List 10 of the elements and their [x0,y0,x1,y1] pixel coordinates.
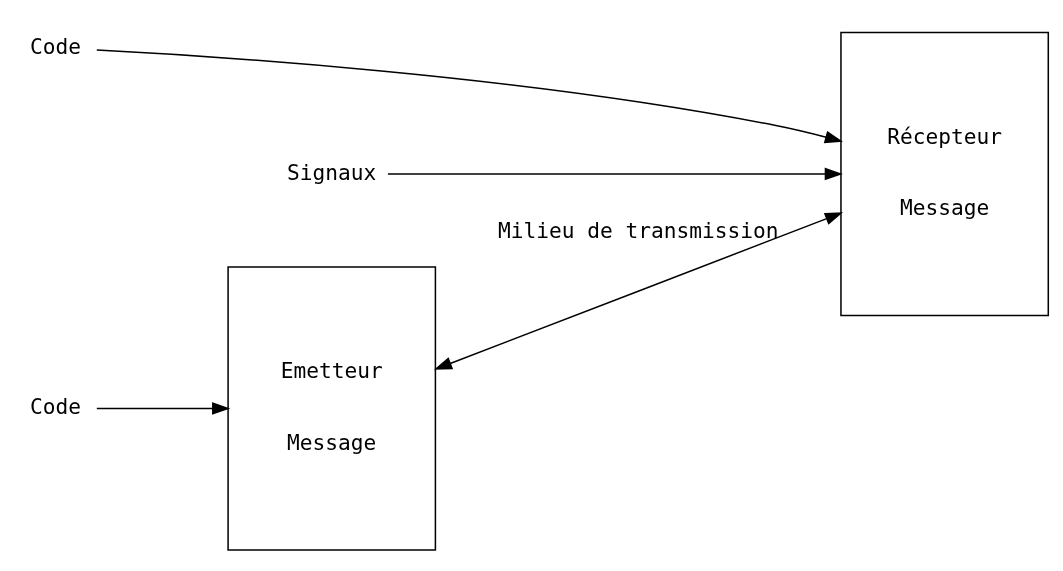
arrow [387,167,843,181]
arrow [96,402,231,415]
arrow [433,212,844,370]
node-box: Récepteur Message [840,31,1050,317]
node-text: Code [30,394,82,420]
node-text: Signaux [287,159,377,185]
node-text: Code [30,33,82,59]
arrow [96,49,843,144]
node-box: Emetteur Message [227,266,437,551]
edge-label: Milieu de transmission [497,217,779,243]
